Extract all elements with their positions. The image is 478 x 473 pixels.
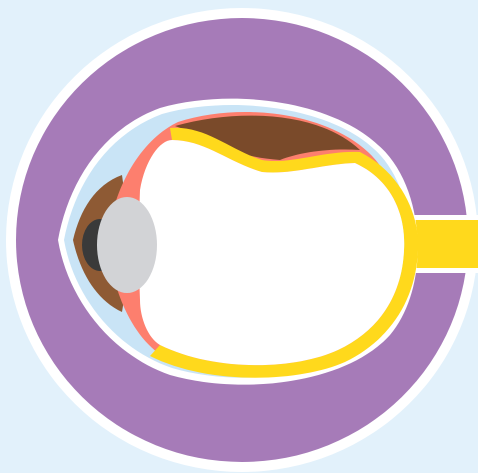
vitreous-body: [138, 140, 404, 365]
lens: [97, 197, 157, 293]
